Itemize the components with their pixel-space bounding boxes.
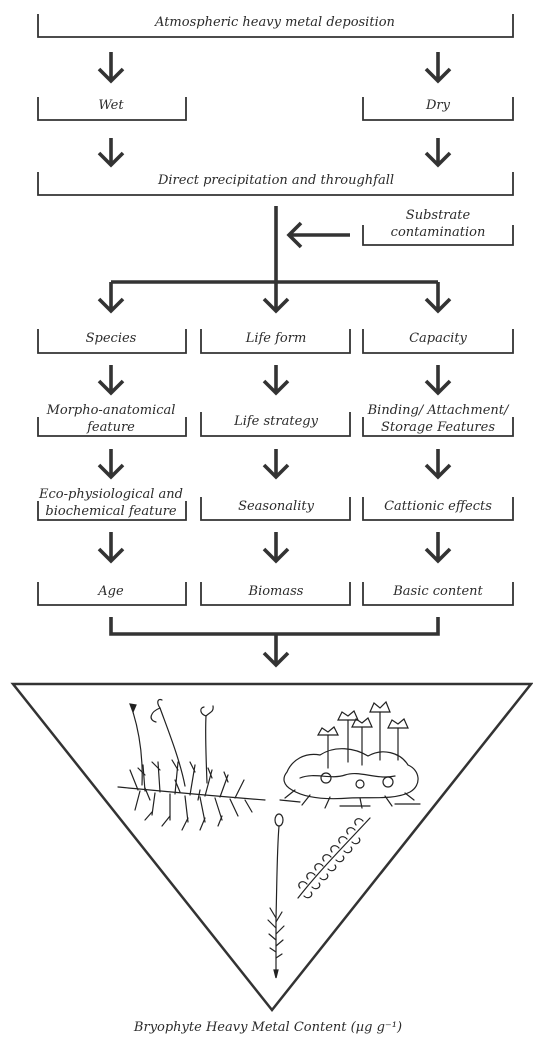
label-eco-1: Eco-physiological and [38,487,183,502]
box-basic-content: Basic content [362,582,514,606]
arrow-species-down [97,365,125,396]
label-eco-2: biochemical feature [45,504,177,519]
arrow-seasonality-down [262,532,290,564]
box-species: Species [37,329,187,354]
label-cationic: Cattionic effects [384,499,492,514]
label-capacity: Capacity [409,331,467,346]
moss-upright-illustration [267,813,285,979]
liverwort-illustration [279,700,421,809]
moss-fern-illustration [117,698,266,831]
box-morpho: Morpho-anatomical feature [37,403,187,437]
label-substrate-1: Substrate [406,208,471,223]
output-triangle [10,682,533,1013]
arrow-life-strategy-down [262,449,290,480]
box-seasonality: Seasonality [200,497,351,521]
label-deposition: Atmospheric heavy metal deposition [154,15,395,30]
box-deposition: Atmospheric heavy metal deposition [37,14,514,38]
box-cationic: Cattionic effects [362,497,514,521]
label-binding-1: Binding/ Attachment/ [367,403,510,418]
box-binding: Binding/ Attachment/ Storage Features [362,403,514,437]
box-biomass: Biomass [200,582,351,606]
label-seasonality: Seasonality [238,499,315,514]
label-basic-content: Basic content [392,584,483,599]
arrow-eco-down [97,532,125,564]
arrow-to-output [262,634,290,668]
label-life-form: Life form [245,331,307,346]
label-species: Species [86,331,137,346]
arrow-to-wet [97,52,125,84]
label-morpho-1: Morpho-anatomical [46,403,176,418]
label-precipitation: Direct precipitation and throughfall [157,173,394,188]
label-life-strategy: Life strategy [233,414,319,429]
box-capacity: Capacity [362,329,514,354]
arrow-to-dry [424,52,452,84]
label-dry: Dry [425,98,451,113]
label-morpho-2: feature [86,420,135,435]
arrow-binding-down [424,449,452,480]
arrow-life-form-down [262,365,290,396]
label-substrate-2: contamination [391,225,486,240]
box-age: Age [37,582,187,606]
arrow-cationic-down [424,532,452,564]
label-age: Age [97,584,124,599]
merge-bracket [109,617,440,636]
box-precipitation: Direct precipitation and throughfall [37,172,514,196]
box-life-strategy: Life strategy [200,412,351,437]
box-eco: Eco-physiological and biochemical featur… [37,487,187,521]
arrow-substrate-to-trunk [286,221,350,249]
label-binding-2: Storage Features [381,420,495,435]
arrow-capacity-down [424,365,452,396]
output-label: Bryophyte Heavy Metal Content (µg g⁻¹) [133,1020,402,1035]
box-wet: Wet [37,97,187,121]
label-wet: Wet [98,98,124,113]
box-life-form: Life form [200,329,351,354]
leafy-liverwort-illustration [297,817,371,899]
arrow-to-capacity [424,282,452,314]
box-dry: Dry [362,97,514,121]
arrow-to-life-form [262,282,290,314]
box-substrate: Substrate contamination [362,208,514,246]
label-biomass: Biomass [248,584,304,599]
arrow-dry-to-precip [424,138,452,168]
arrow-morpho-down [97,449,125,480]
arrow-to-species [97,282,125,314]
arrow-wet-to-precip [97,138,125,168]
